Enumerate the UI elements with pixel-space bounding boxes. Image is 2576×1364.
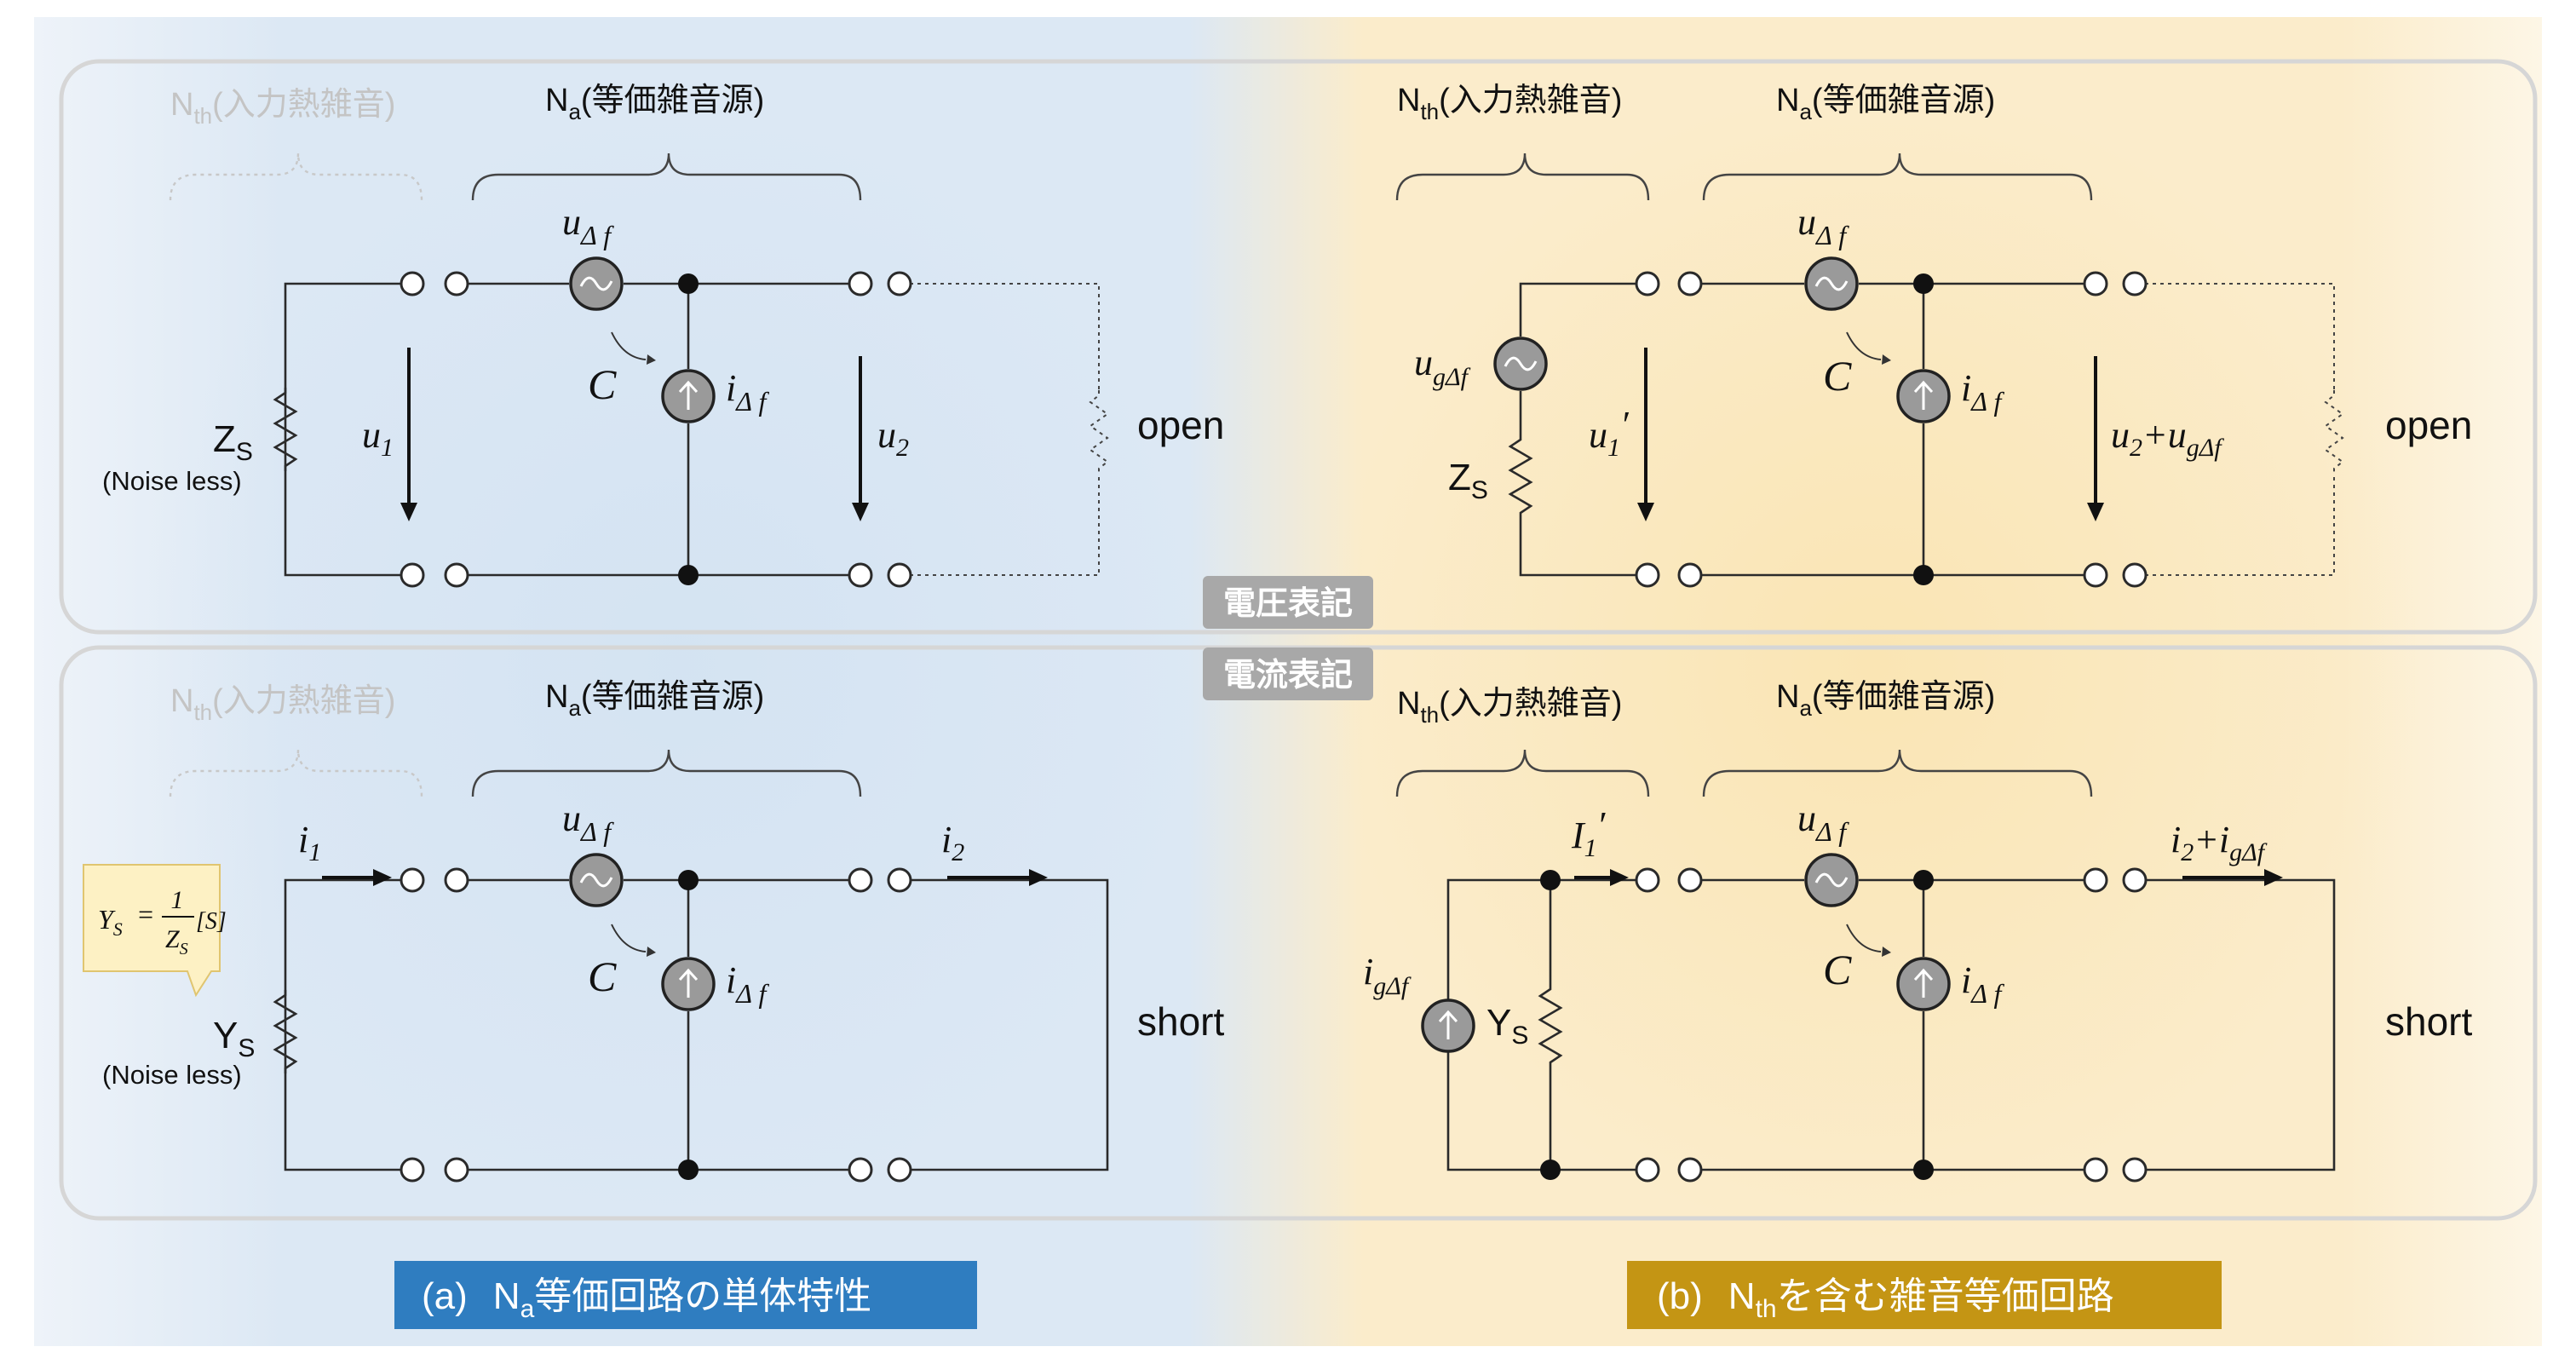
current-source-3 bbox=[1896, 369, 1951, 423]
current-notation-label: 電流表記 bbox=[1223, 658, 1353, 694]
i2-plus-ig-label: i2+igΔf bbox=[2171, 819, 2268, 866]
open-label: open bbox=[1137, 403, 1224, 447]
formula-eq: = bbox=[136, 899, 155, 929]
voltage-notation-label: 電圧表記 bbox=[1223, 586, 1353, 622]
na-label: Na(等価雑音源) bbox=[545, 83, 764, 124]
ys-label-2: YS bbox=[1486, 1002, 1528, 1050]
voltage-source-4 bbox=[1804, 853, 1859, 907]
correlation-c-label-4: C bbox=[1823, 946, 1852, 993]
i-df-label-2: iΔ f bbox=[726, 959, 769, 1009]
circuit-a-current: Nth(入力熱雑音) Na(等価雑音源) YS (Noise less) uΔ … bbox=[83, 679, 1224, 1183]
current-source bbox=[661, 369, 716, 423]
correlation-c-label-2: C bbox=[588, 952, 617, 1000]
voltage-source-3 bbox=[1804, 256, 1859, 311]
ys-formula-callout: YS = 1 ZS [S] bbox=[83, 864, 227, 998]
na-label-2: Na(等価雑音源) bbox=[545, 679, 764, 721]
correlation-c-label: C bbox=[588, 360, 617, 408]
noise-less-label: (Noise less) bbox=[102, 466, 242, 496]
current-source-2 bbox=[661, 957, 716, 1011]
nth-label: Nth(入力熱雑音) bbox=[1397, 83, 1622, 124]
i-df-label-4: iΔ f bbox=[1961, 959, 2004, 1009]
ig-label: igΔf bbox=[1363, 951, 1412, 1000]
caption-b: (b)Nthを含む雑音等価回路 bbox=[1627, 1261, 2222, 1329]
open-label-2: open bbox=[2385, 403, 2472, 447]
ys-label: YS bbox=[213, 1015, 255, 1062]
circuit-a-voltage: Nth(入力熱雑音) Na(等価雑音源) ZS (Noise less) uΔ … bbox=[102, 83, 1224, 588]
formula-lhs: YS bbox=[98, 904, 123, 940]
formula-den: ZS bbox=[165, 925, 188, 958]
na-label-4: Na(等価雑音源) bbox=[1776, 679, 1995, 721]
caption-b-text: (b)Nthを含む雑音等価回路 bbox=[1657, 1275, 2114, 1323]
u1-label: u1 bbox=[362, 414, 394, 462]
zs-label: ZS bbox=[213, 418, 253, 466]
u1-prime-label: u1′ bbox=[1589, 404, 1630, 462]
formula-num: 1 bbox=[171, 886, 184, 914]
na-label-3: Na(等価雑音源) bbox=[1776, 83, 1995, 124]
formula-unit: [S] bbox=[196, 908, 227, 935]
caption-a: (a)Na等価回路の単体特性 bbox=[394, 1261, 977, 1329]
thermal-voltage-source bbox=[1493, 337, 1548, 391]
I1-prime-label: I1′ bbox=[1571, 804, 1607, 862]
voltage-source bbox=[569, 256, 624, 311]
correlation-c-label-3: C bbox=[1823, 352, 1852, 400]
i-df-label-3: iΔ f bbox=[1961, 367, 2004, 417]
u-df-label-3: uΔ f bbox=[1797, 201, 1849, 250]
ug-label: ugΔf bbox=[1414, 342, 1471, 391]
circuit-b-voltage: Nth(入力熱雑音) Na(等価雑音源) ugΔf ZS uΔ f bbox=[1395, 83, 2472, 588]
thermal-current-source bbox=[1421, 999, 1475, 1053]
voltage-notation-tag: 電圧表記 bbox=[1203, 576, 1373, 629]
circuit-b-current: Nth(入力熱雑音) Na(等価雑音源) igΔf YS bbox=[1363, 679, 2472, 1183]
voltage-panel-frame bbox=[59, 59, 2538, 635]
u2-label: u2 bbox=[877, 414, 909, 462]
na-brace bbox=[471, 153, 862, 201]
nth-label-2: Nth(入力熱雑音) bbox=[1397, 686, 1622, 728]
noise-less-label-2: (Noise less) bbox=[102, 1060, 242, 1090]
u-df-label-2: uΔ f bbox=[562, 797, 614, 847]
caption-a-text: (a)Na等価回路の単体特性 bbox=[422, 1275, 871, 1323]
u-df-label-4: uΔ f bbox=[1797, 797, 1849, 847]
nth-label-faint-2: Nth(入力熱雑音) bbox=[170, 683, 395, 725]
nth-label-faint: Nth(入力熱雑音) bbox=[170, 87, 395, 129]
current-notation-tag: 電流表記 bbox=[1203, 647, 1373, 700]
nth-brace-faint bbox=[169, 153, 423, 201]
i2-label: i2 bbox=[941, 819, 964, 866]
current-source-4 bbox=[1896, 957, 1951, 1011]
u2-plus-ug-label: u2+ugΔf bbox=[2111, 414, 2224, 462]
zs-label-2: ZS bbox=[1448, 457, 1488, 504]
short-label-2: short bbox=[2385, 999, 2472, 1044]
i-df-label: iΔ f bbox=[726, 367, 769, 417]
short-label: short bbox=[1137, 999, 1224, 1044]
voltage-source-2 bbox=[569, 853, 624, 907]
u-df-label: uΔ f bbox=[562, 201, 614, 250]
i1-label: i1 bbox=[298, 819, 321, 866]
